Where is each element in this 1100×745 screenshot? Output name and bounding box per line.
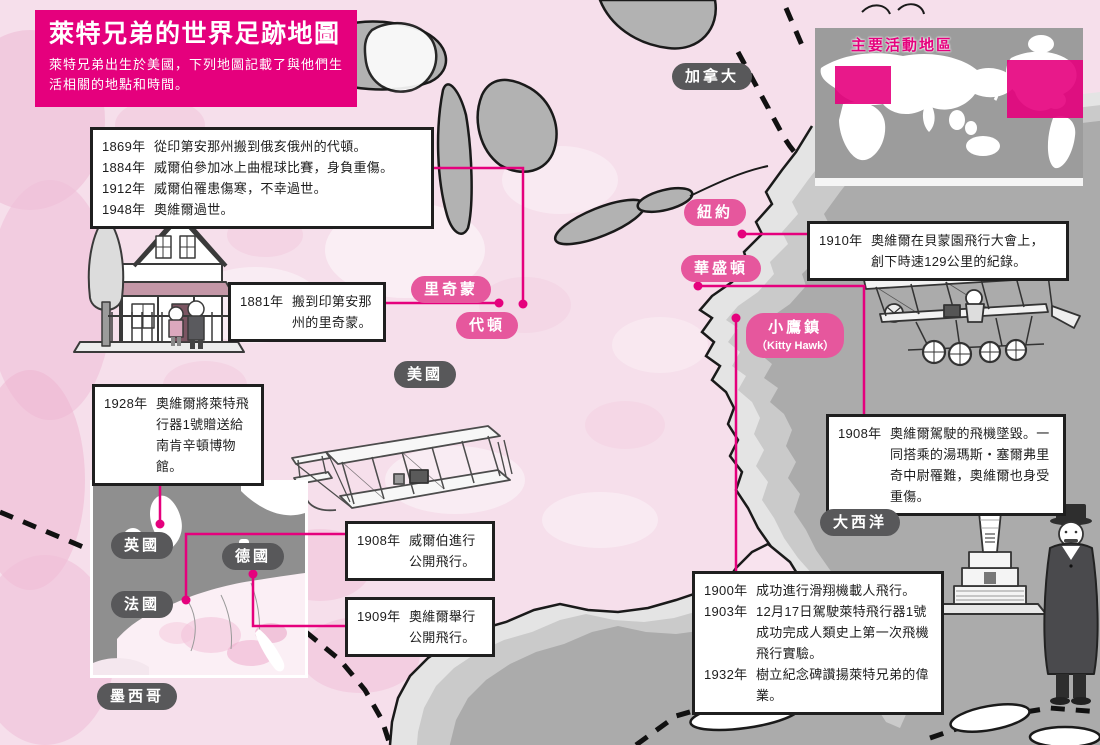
event-year: 1903年: [704, 604, 748, 620]
event-box-kitty-hawk: 1900年成功進行滑翔機載人飛行。 1903年 12月17日駕駛萊特飛行器1號成功…: [692, 571, 944, 716]
event-year: 1948年: [102, 202, 146, 218]
event-box-belmont: 1910年奧維爾在貝蒙園飛行大會上，創下時速129公里的紀錄。: [807, 221, 1069, 282]
event-text: 12月17日駕駛萊特飛行器1號成功完成人類史上第一次飛機飛行實驗。: [756, 604, 929, 662]
world-inset-label: 主要活動地區: [851, 37, 954, 54]
event-box-wilbur-flight: 1908年威爾伯進行公開飛行。: [345, 521, 495, 582]
event-box-orville-flight: 1909年奧維爾舉行公開飛行。: [345, 597, 495, 658]
event-row: 1908年奧維爾駕駛的飛機墜毀。一同搭乘的湯瑪斯・塞爾弗里奇中尉罹難，奧維爾也身…: [838, 423, 1054, 507]
kitty-hawk-zh: 小鷹鎮: [768, 319, 823, 336]
label-dayton: 代頓: [456, 312, 519, 339]
event-text: 搬到印第安那州的里奇蒙。: [292, 294, 372, 331]
label-washington: 華盛頓: [681, 255, 762, 282]
label-canada: 加拿大: [672, 63, 753, 90]
event-text: 從印第安那州搬到俄亥俄州的代頓。: [154, 139, 367, 154]
wright-flyer-illustration: [291, 425, 513, 512]
event-box-dayton: 1869年從印第安那州搬到俄亥俄州的代頓。 1884年威爾伯參加冰上曲棍球比賽，…: [90, 127, 434, 230]
event-text: 威爾伯罹患傷寒，不幸過世。: [154, 181, 327, 197]
event-row: 1869年從印第安那州搬到俄亥俄州的代頓。: [102, 136, 422, 157]
event-row: 1884年威爾伯參加冰上曲棍球比賽，身負重傷。: [102, 157, 422, 178]
event-text: 威爾伯參加冰上曲棍球比賽，身負重傷。: [154, 160, 394, 176]
event-row: 1928年奧維爾將萊特飛行器1號贈送給南肯辛頓博物館。: [104, 393, 252, 477]
event-text: 樹立紀念碑讚揚萊特兄弟的偉業。: [756, 667, 929, 704]
label-mexico: 墨西哥: [97, 683, 178, 710]
monument-man-illustration: [935, 501, 1099, 705]
event-year: 1928年: [104, 396, 148, 411]
event-year: 1908年: [357, 533, 401, 548]
event-row: 1932年樹立紀念碑讚揚萊特兄弟的偉業。: [704, 664, 932, 706]
label-new-york: 紐約: [684, 199, 747, 226]
label-atlantic: 大西洋: [820, 509, 901, 536]
title-box: 萊特兄弟的世界足跡地圖 萊特兄弟出生於美國，下列地圖記載了與他們生活相關的地點和…: [35, 10, 357, 107]
event-row: 1948年奧維爾過世。: [102, 199, 422, 220]
page-title: 萊特兄弟的世界足跡地圖: [49, 20, 341, 48]
event-year: 1881年: [240, 294, 284, 309]
kitty-hawk-en: （Kitty Hawk）: [756, 340, 835, 352]
label-kitty-hawk: 小鷹鎮 （Kitty Hawk）: [746, 313, 845, 358]
label-germany: 德國: [222, 543, 285, 570]
event-text: 奧維爾在貝蒙園飛行大會上，創下時速129公里的紀錄。: [871, 233, 1044, 270]
europe-inset-art: [93, 483, 305, 675]
event-year: 1912年: [102, 181, 146, 197]
label-uk: 英國: [111, 532, 174, 559]
event-year: 1900年: [704, 583, 748, 598]
event-box-museum: 1928年奧維爾將萊特飛行器1號贈送給南肯辛頓博物館。: [92, 384, 264, 487]
label-richmond: 里奇蒙: [411, 276, 492, 303]
world-activity-inset-map: 主要活動地區: [815, 28, 1083, 186]
event-text: 威爾伯進行公開飛行。: [409, 533, 476, 570]
event-row: 1881年搬到印第安那州的里奇蒙。: [240, 291, 374, 333]
event-year: 1908年: [838, 426, 882, 441]
event-row: 1912年威爾伯罹患傷寒，不幸過世。: [102, 178, 422, 199]
event-box-crash: 1908年奧維爾駕駛的飛機墜毀。一同搭乘的湯瑪斯・塞爾弗里奇中尉罹難，奧維爾也身…: [826, 414, 1066, 517]
event-year: 1909年: [357, 609, 401, 624]
event-row: 1910年奧維爾在貝蒙園飛行大會上，創下時速129公里的紀錄。: [819, 230, 1057, 272]
event-text: 成功進行滑翔機載人飛行。: [756, 583, 916, 598]
page-subtitle: 萊特兄弟出生於美國，下列地圖記載了與他們生活相關的地點和時間。: [49, 57, 344, 93]
event-row: 1903年 12月17日駕駛萊特飛行器1號成功完成人類史上第一次飛機飛行實驗。: [704, 601, 932, 664]
label-france: 法國: [111, 591, 174, 618]
event-text: 奧維爾駕駛的飛機墜毀。一同搭乘的湯瑪斯・塞爾弗里奇中尉罹難，奧維爾也身受重傷。: [890, 426, 1050, 505]
world-inset-art: [815, 28, 1083, 186]
event-year: 1932年: [704, 667, 748, 683]
event-text: 奧維爾舉行公開飛行。: [409, 609, 476, 646]
event-text: 奧維爾將萊特飛行器1號贈送給南肯辛頓博物館。: [156, 396, 250, 475]
event-year: 1910年: [819, 233, 863, 248]
europe-inset-map: [90, 480, 308, 678]
event-year: 1869年: [102, 139, 146, 154]
event-row: 1909年奧維爾舉行公開飛行。: [357, 606, 483, 648]
event-row: 1908年威爾伯進行公開飛行。: [357, 530, 483, 572]
europe-highlight: [835, 66, 891, 104]
event-box-richmond: 1881年搬到印第安那州的里奇蒙。: [228, 282, 386, 343]
event-row: 1900年成功進行滑翔機載人飛行。: [704, 580, 932, 601]
event-year: 1884年: [102, 160, 146, 176]
north-america-highlight: [1007, 60, 1083, 118]
event-text: 奧維爾過世。: [154, 202, 234, 218]
label-usa: 美國: [394, 361, 457, 388]
